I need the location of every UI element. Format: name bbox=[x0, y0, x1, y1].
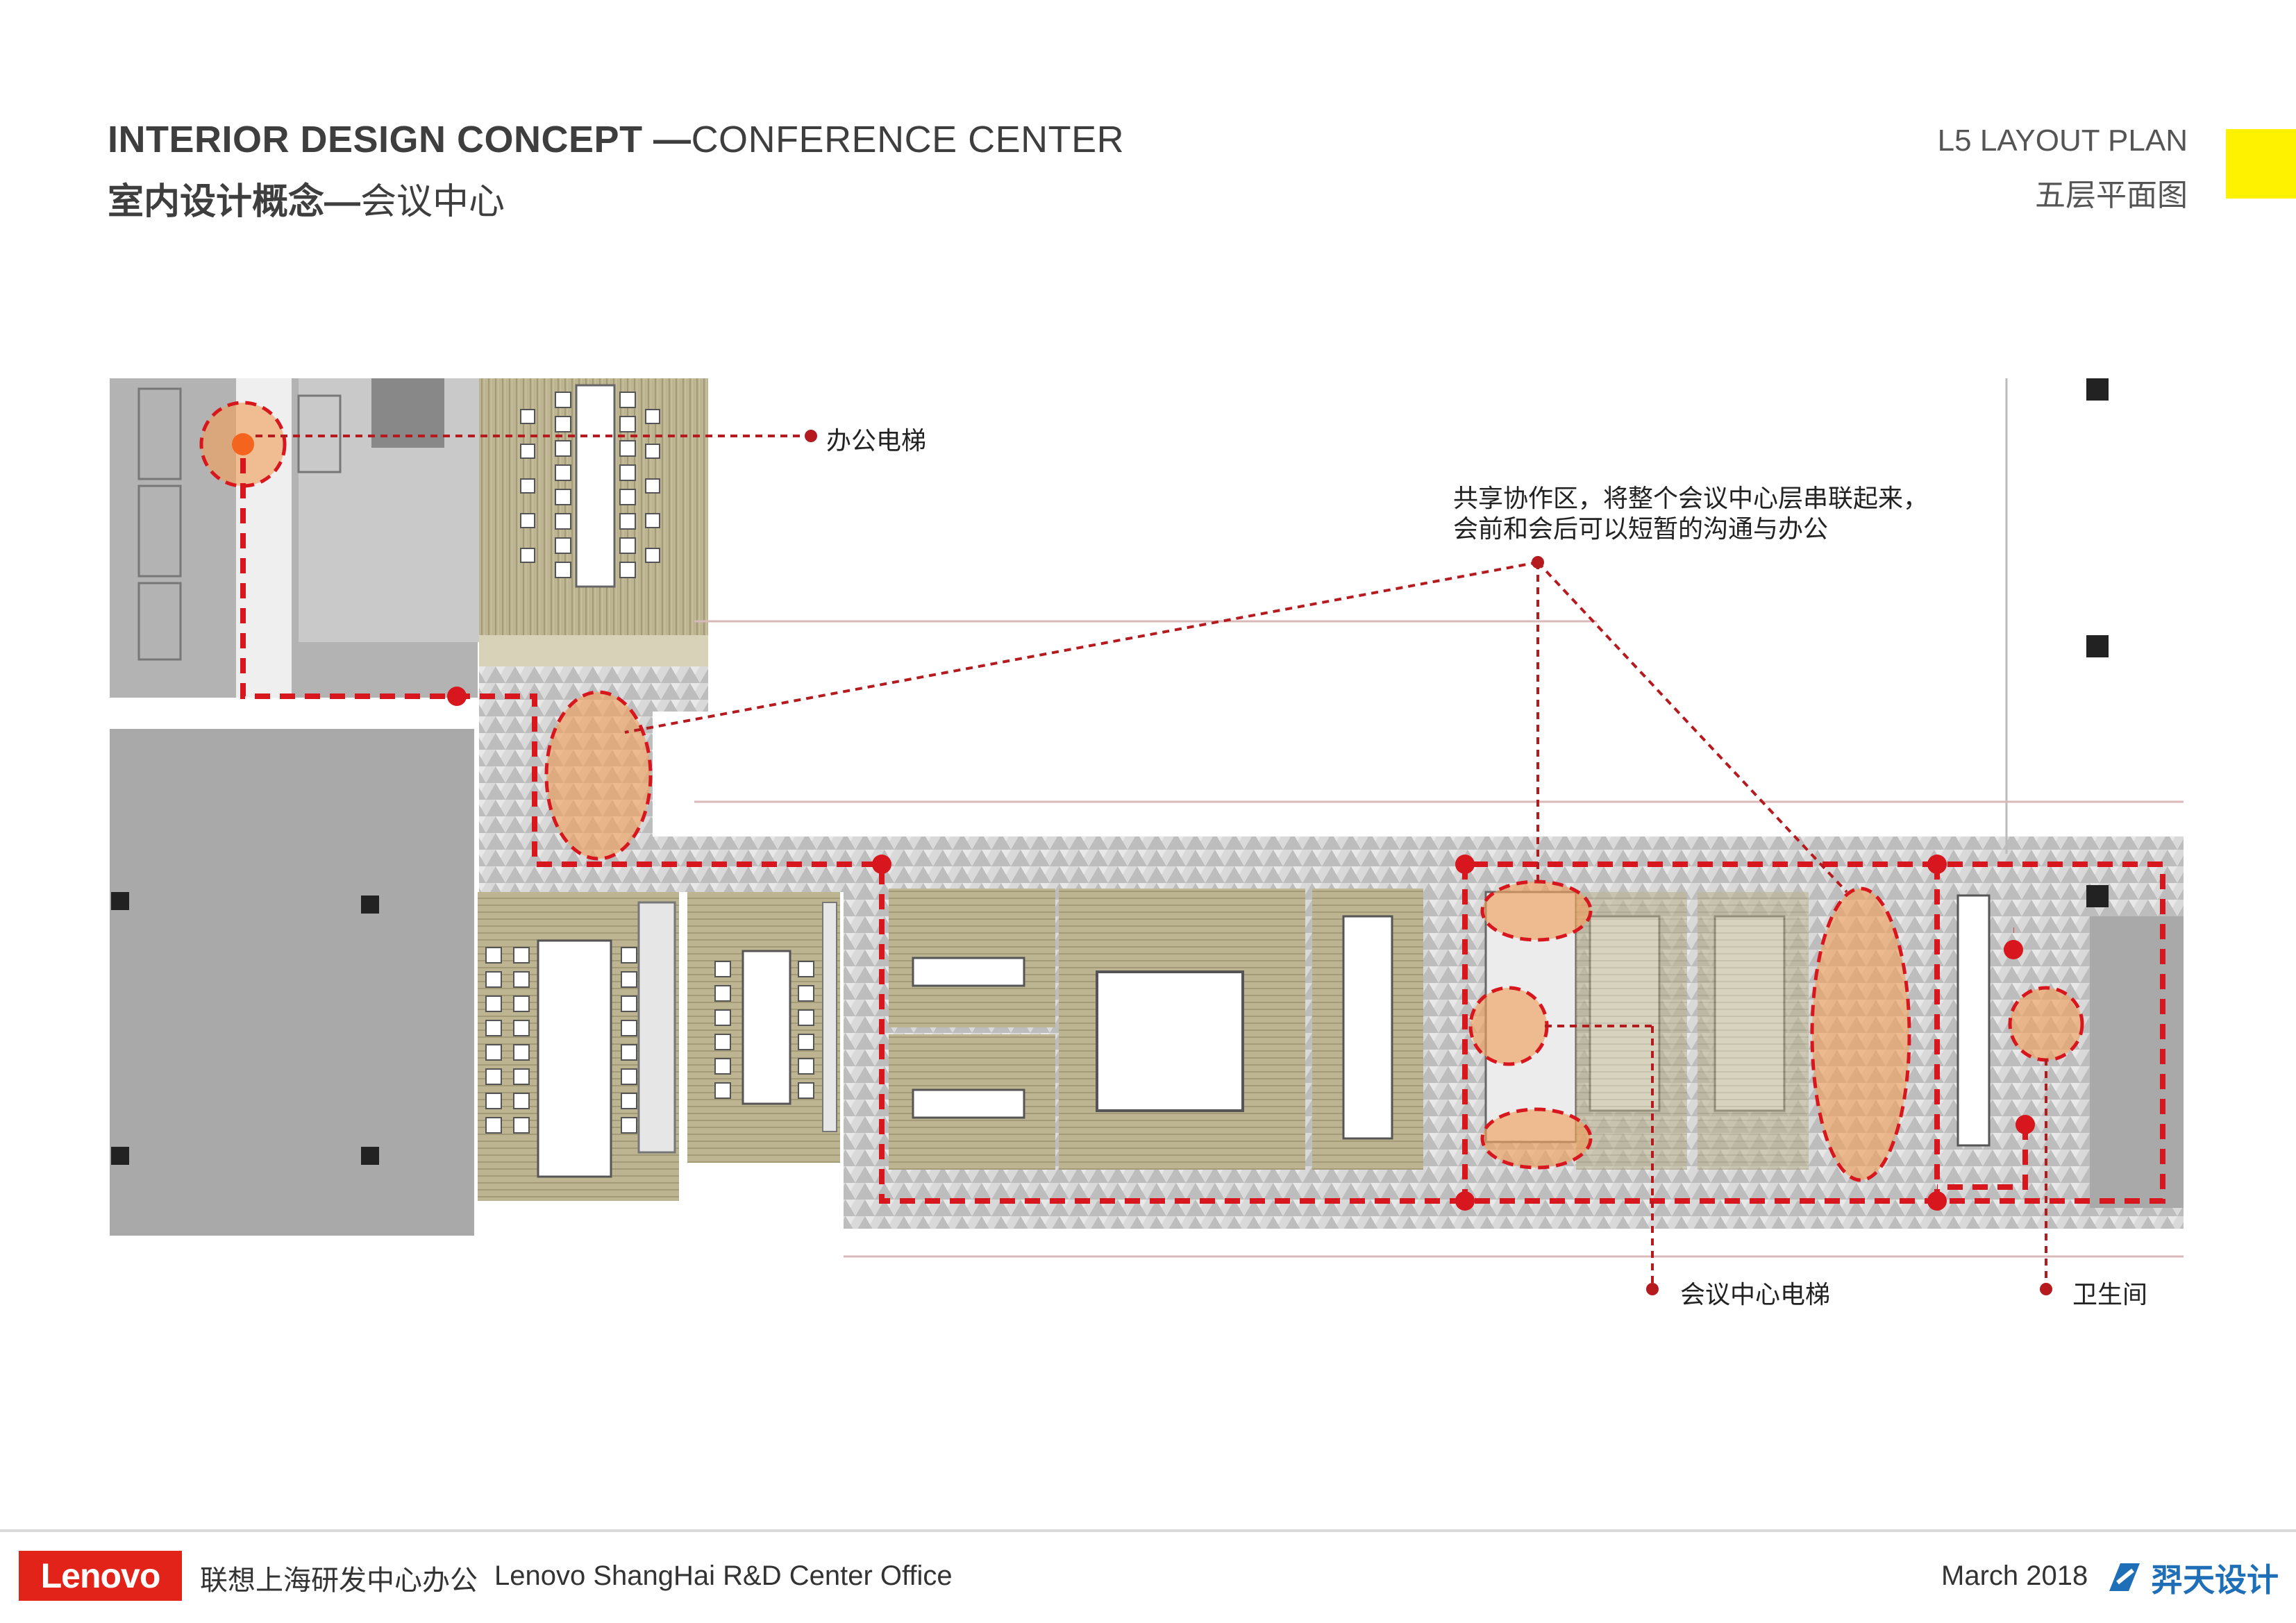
footer-project-cn: 联想上海研发中心办公 bbox=[200, 1565, 478, 1596]
plan-label-cn: 五层平面图 bbox=[2035, 178, 2188, 212]
callout-shared-area: 共享协作区，将整个会议中心层串联起来， 会前和会后可以短暂的沟通与办公 bbox=[1453, 483, 1928, 544]
callout-leader-dots bbox=[805, 430, 2052, 1295]
studio-logo-icon bbox=[2109, 1563, 2140, 1591]
footer-date: March 2018 bbox=[1941, 1561, 2088, 1591]
conference-rooms bbox=[889, 889, 1991, 1170]
callout-conference-elevator: 会议中心电梯 bbox=[1680, 1280, 1831, 1309]
callout-restroom: 卫生间 bbox=[2072, 1280, 2148, 1309]
restroom-block bbox=[2005, 378, 2184, 1208]
callout-shared-area-line2: 会前和会后可以短暂的沟通与办公 bbox=[1453, 514, 1829, 543]
yellow-accent-tab bbox=[2226, 129, 2296, 199]
route-nodes bbox=[447, 687, 2035, 1211]
lenovo-logo: Lenovo bbox=[19, 1551, 182, 1601]
office-elevator-marker bbox=[232, 433, 254, 455]
callout-office-elevator: 办公电梯 bbox=[826, 426, 927, 455]
office-core-area bbox=[110, 378, 479, 1236]
facade-lines bbox=[694, 620, 2184, 1258]
page-title-cn: 室内设计概念—会议中心 bbox=[108, 182, 505, 222]
footer-studio-name: 羿天设计 bbox=[2151, 1562, 2279, 1598]
circulation-route bbox=[240, 458, 2165, 1204]
shared-zone-highlights bbox=[199, 401, 2084, 1182]
footer-divider bbox=[0, 1529, 2296, 1532]
footer-project-en: Lenovo ShangHai R&D Center Office bbox=[494, 1561, 953, 1591]
left-meeting-rooms bbox=[478, 892, 840, 1201]
plan-label-en: L5 LAYOUT PLAN bbox=[1937, 124, 2188, 158]
callout-leaders bbox=[255, 435, 2047, 1289]
top-meeting-room bbox=[479, 378, 708, 666]
callout-shared-area-line1: 共享协作区，将整个会议中心层串联起来， bbox=[1453, 484, 1929, 512]
page-title-en: INTERIOR DESIGN CONCEPT —CONFERENCE CENT… bbox=[108, 119, 1125, 160]
